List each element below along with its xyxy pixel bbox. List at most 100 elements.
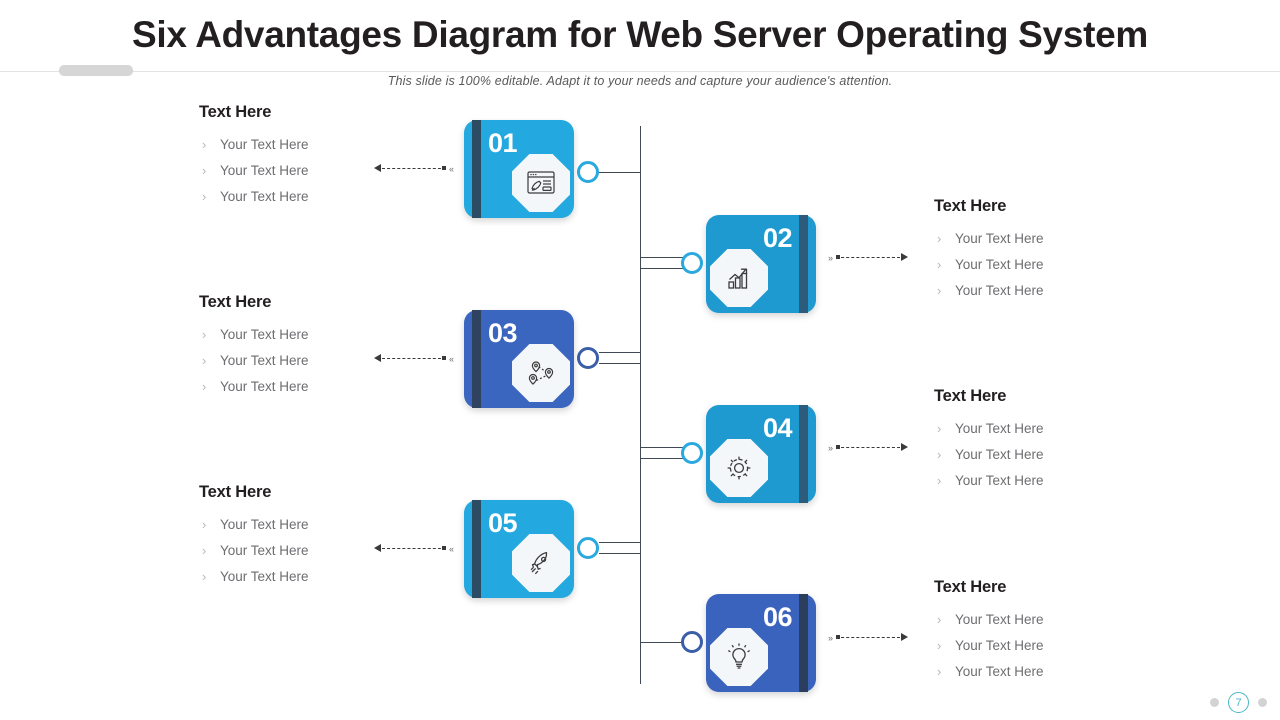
bullet-text: Your Text Here [220,163,309,178]
node-01[interactable] [577,161,599,183]
step-number: 05 [488,508,518,538]
text-block-05: Text Here ›Your Text Here ›Your Text Her… [199,483,469,590]
bullet-text: Your Text Here [955,257,1044,272]
chevron-right-icon: › [937,231,942,246]
arrow-line [382,548,446,549]
arrow-line [836,637,900,638]
list-item: ›Your Text Here [934,252,1204,278]
chevron-right-icon: › [202,163,207,178]
list-item: ›Your Text Here [199,564,469,590]
chevron-right-icon: › [202,137,207,152]
bullet-text: Your Text Here [220,137,309,152]
list-item: › Your Text Here [934,607,1204,633]
pagination-current[interactable]: 7 [1228,692,1249,713]
list-item: › Your Text Here [199,132,469,158]
pagination-dot-next[interactable] [1258,698,1267,707]
card-accent-bar [472,120,481,218]
chevron-right-icon: › [202,327,207,342]
card-accent-bar [799,405,808,503]
arrow-line [836,447,900,448]
branch-04b [641,458,683,459]
list-item: ›Your Text Here [934,633,1204,659]
dashed-arrow-01: « [374,163,454,175]
chevron-right-icon: › [202,379,207,394]
arrow-tail-icon: « [448,544,454,554]
text-block-01: Text Here › Your Text Here › Your Text Her… [199,103,469,210]
block-heading: Text Here [199,293,272,311]
dashed-arrow-03: « [374,353,454,365]
list-item: › Your Text Here [199,374,469,400]
node-05[interactable] [577,537,599,559]
browser-rocket-icon [512,154,570,212]
block-heading: Text Here [934,578,1007,596]
step-card-04[interactable]: 04 [706,405,816,503]
bullet-text: Your Text Here [955,447,1044,462]
block-heading: Text Here [934,387,1007,405]
bullet-list: › Your Text Here › Your Text Here › Your Te… [199,132,469,210]
arrow-head-icon [374,544,381,552]
card-accent-bar [799,594,808,692]
chevron-right-icon: › [202,353,207,368]
arrow-head-icon [901,443,908,451]
chevron-right-icon: › [202,517,207,532]
list-item: ›Your Text Here [199,512,469,538]
list-item: ›Your Text Here [934,278,1204,304]
arrow-line [382,168,446,169]
arrow-tail-icon: « [448,354,454,364]
bullet-text: Your Text Here [955,612,1044,627]
arrow-line [382,358,446,359]
chevron-right-icon: › [937,638,942,653]
node-02[interactable] [681,252,703,274]
step-card-06[interactable]: 06 [706,594,816,692]
card-accent-bar [472,310,481,408]
arrow-line [836,257,900,258]
arrow-head-icon [901,253,908,261]
list-item: › Your Text Here [934,442,1204,468]
list-item: ›Your Text Here [199,322,469,348]
step-card-03[interactable]: 03 [464,310,574,408]
arrow-dot [442,356,446,360]
lightbulb-icon [710,628,768,686]
node-04[interactable] [681,442,703,464]
step-card-01[interactable]: 01 [464,120,574,218]
bullet-list: ›Your Text Here ›Your Text Here ›Your Te… [199,322,469,400]
node-06[interactable] [681,631,703,653]
chevron-right-icon: › [937,283,942,298]
bullet-text: Your Text Here [955,421,1044,436]
step-card-05[interactable]: 05 [464,500,574,598]
list-item: ›Your Text Here [934,416,1204,442]
node-03[interactable] [577,347,599,369]
bullet-list: ›Your Text Here ›Your Text Here ›Your Te… [934,226,1204,304]
arrow-head-icon [901,633,908,641]
text-block-04: Text Here ›Your Text Here ›Your Text Her… [934,387,1204,494]
bullet-text: Your Text Here [220,379,309,394]
chevron-right-icon: › [937,612,942,627]
step-number: 03 [488,318,518,348]
bullet-text: Your Text Here [955,231,1044,246]
dashed-arrow-06: » [828,632,908,644]
arrow-head-icon [374,164,381,172]
pagination-dot-prev[interactable] [1210,698,1219,707]
arrow-head-icon [374,354,381,362]
chevron-right-icon: › [937,447,942,462]
text-block-03: Text Here ›Your Text Here ›Your Text Her… [199,293,469,400]
block-heading: Text Here [199,103,272,121]
bar-chart-growth-icon [710,249,768,307]
gear-icon [710,439,768,497]
chevron-right-icon: › [937,664,942,679]
arrow-tail-icon: » [828,253,834,263]
card-accent-bar [799,215,808,313]
dashed-arrow-04: » [828,442,908,454]
chevron-right-icon: › [202,569,207,584]
bullet-list: ›Your Text Here ›Your Text Here ›Your Te… [934,416,1204,494]
branch-02b [641,268,683,269]
header-divider [0,71,1280,72]
tab-chip [59,65,133,76]
step-card-02[interactable]: 02 [706,215,816,313]
list-item: ›Your Text Here [199,538,469,564]
chevron-right-icon: › [202,543,207,558]
arrow-dot [442,166,446,170]
pagination[interactable]: 7 [1210,692,1267,713]
text-block-06: Text Here ›Your Text Here ›Your Text Her… [934,578,1204,685]
